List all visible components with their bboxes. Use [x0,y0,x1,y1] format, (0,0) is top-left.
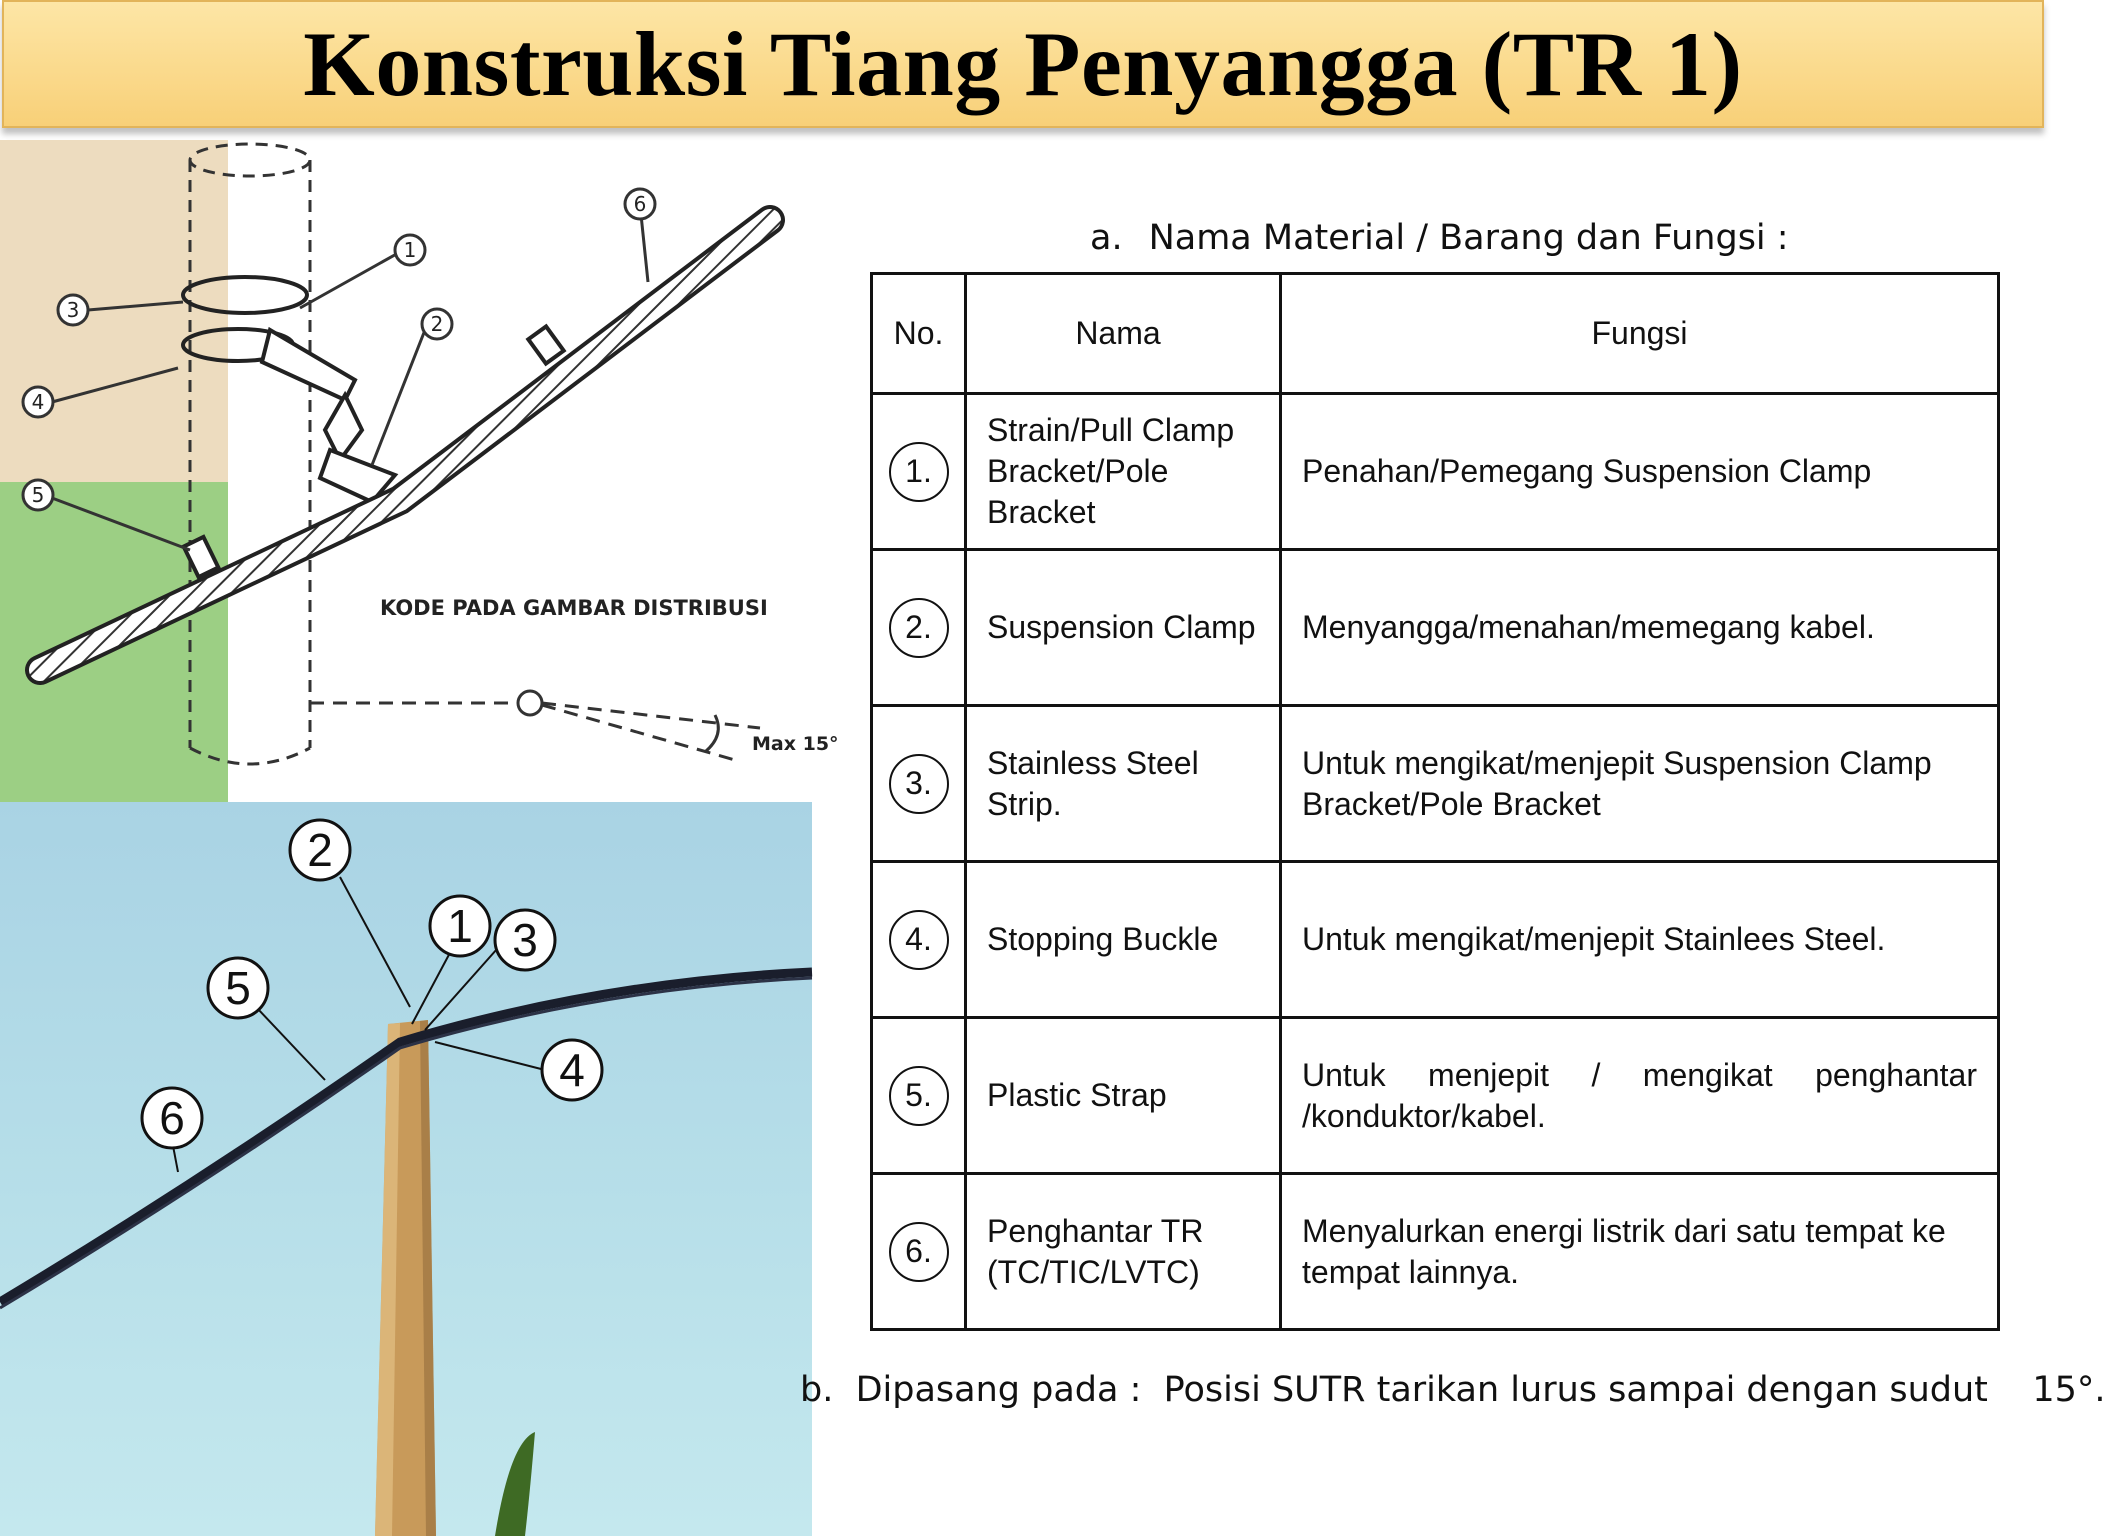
row-number: 3. [888,753,949,814]
table-row: 3. Stainless Steel Strip. Untuk mengikat… [870,704,2000,863]
row-fungsi: Untuk menjepit / mengikat penghantar /ko… [1279,1016,2000,1175]
angle-label: Max 15° [752,733,839,755]
pole-photo-drawing: 2 1 3 5 4 6 [0,818,813,1536]
pole-photo: 2 1 3 5 4 6 [0,802,813,1536]
header-nama: Nama [964,272,1282,395]
row-nama: Strain/Pull Clamp Bracket/Pole Bracket [964,392,1282,551]
row-fungsi: Menyalurkan energi listrik dari satu tem… [1279,1172,2000,1331]
row-nama: Stopping Buckle [964,860,1282,1019]
row-number: 2. [888,597,949,658]
material-table: No. Nama Fungsi 1. Strain/Pull Clamp Bra… [870,272,2000,1331]
table-row: 4. Stopping Buckle Untuk mengikat/menjep… [870,860,2000,1019]
row-number: 5. [888,1065,949,1126]
photo-callout-5: 5 [225,962,251,1014]
photo-callout-1: 1 [447,900,473,952]
header-no: No. [870,272,967,395]
photo-callout-4: 4 [559,1044,585,1096]
row-fungsi: Untuk mengikat/menjepit Stainlees Steel. [1279,860,2000,1019]
row-fungsi: Penahan/Pemegang Suspension Clamp [1279,392,2000,551]
title-bar: Konstruksi Tiang Penyangga (TR 1) [2,0,2044,128]
section-a-heading: a. Nama Material / Barang dan Fungsi : [1090,218,1789,258]
table-row: 2. Suspension Clamp Menyangga/menahan/me… [870,548,2000,707]
diagram-callout-1: 1 [404,238,417,262]
row-number: 4. [888,909,949,970]
table-row: 1. Strain/Pull Clamp Bracket/Pole Bracke… [870,392,2000,551]
table-row: 5. Plastic Strap Untuk menjepit / mengik… [870,1016,2000,1175]
row-nama: Stainless Steel Strip. [964,704,1282,863]
diagram-caption: KODE PADA GAMBAR DISTRIBUSI [380,596,768,620]
row-number: 6. [888,1221,949,1282]
page-title: Konstruksi Tiang Penyangga (TR 1) [303,13,1743,115]
row-fungsi: Untuk mengikat/menjepit Suspension Clamp… [1279,704,2000,863]
row-nama: Suspension Clamp [964,548,1282,707]
row-fungsi: Menyangga/menahan/memegang kabel. [1279,548,2000,707]
table-header-row: No. Nama Fungsi [870,272,2000,395]
diagram-callout-4: 4 [32,390,45,414]
photo-callout-2: 2 [307,824,333,876]
photo-callout-6: 6 [159,1092,185,1144]
diagram-callout-5: 5 [32,483,45,507]
diagram-callout-3: 3 [67,298,80,322]
row-number: 1. [888,441,949,502]
row-nama: Penghantar TR (TC/TIC/LVTC) [964,1172,1282,1331]
bracket-drawing [259,326,399,505]
construction-diagram: 1 2 3 4 5 6 KODE PADA GAMBAR DISTRIBUSI … [21,142,839,766]
header-fungsi: Fungsi [1279,272,2000,395]
section-a-text: Nama Material / Barang dan Fungsi : [1148,218,1789,258]
diagram-callout-2: 2 [431,312,444,336]
pole-drawing [188,142,312,766]
section-a-label: a. [1090,218,1123,258]
section-b-text: b. Dipasang pada : Posisi SUTR tarikan l… [800,1370,2106,1410]
diagram-callout-6: 6 [634,192,647,216]
row-nama: Plastic Strap [964,1016,1282,1175]
table-row: 6. Penghantar TR (TC/TIC/LVTC) Menyalurk… [870,1172,2000,1331]
photo-callout-3: 3 [512,914,538,966]
